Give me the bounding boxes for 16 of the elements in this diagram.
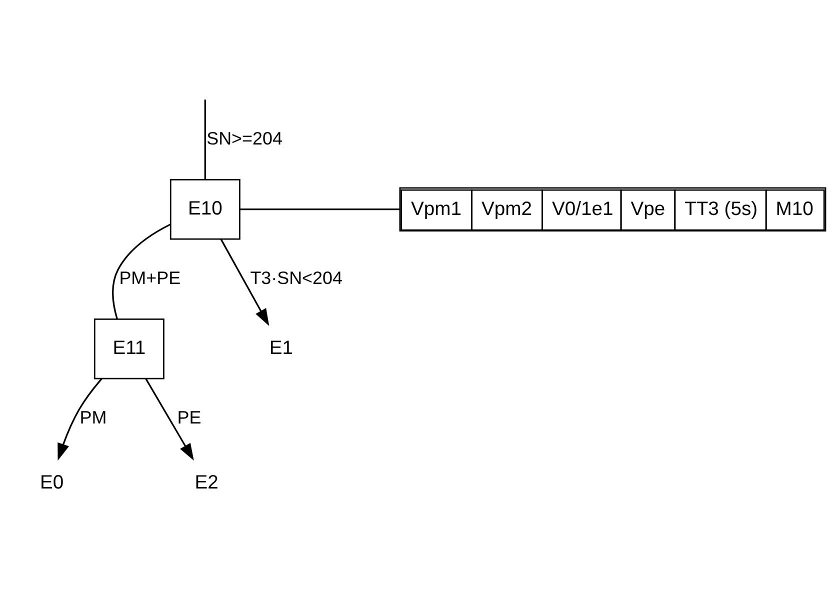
connector	[204, 99, 206, 179]
node-text: E0	[40, 471, 64, 494]
node-text: E1	[269, 336, 293, 359]
edge-label: PE	[177, 406, 202, 427]
connector	[112, 223, 171, 319]
node-box: E11	[94, 318, 164, 379]
arrow	[58, 378, 102, 460]
edge-label: PM+PE	[119, 267, 181, 288]
connector	[240, 208, 400, 210]
arrow	[220, 238, 270, 326]
edge-label: T3·SN<204	[250, 267, 343, 288]
edge-label: PM	[80, 406, 107, 427]
node-text: E2	[194, 471, 218, 494]
arrow	[145, 378, 194, 460]
edge-label: SN>=204	[206, 128, 282, 148]
node-box: E10	[170, 178, 240, 240]
